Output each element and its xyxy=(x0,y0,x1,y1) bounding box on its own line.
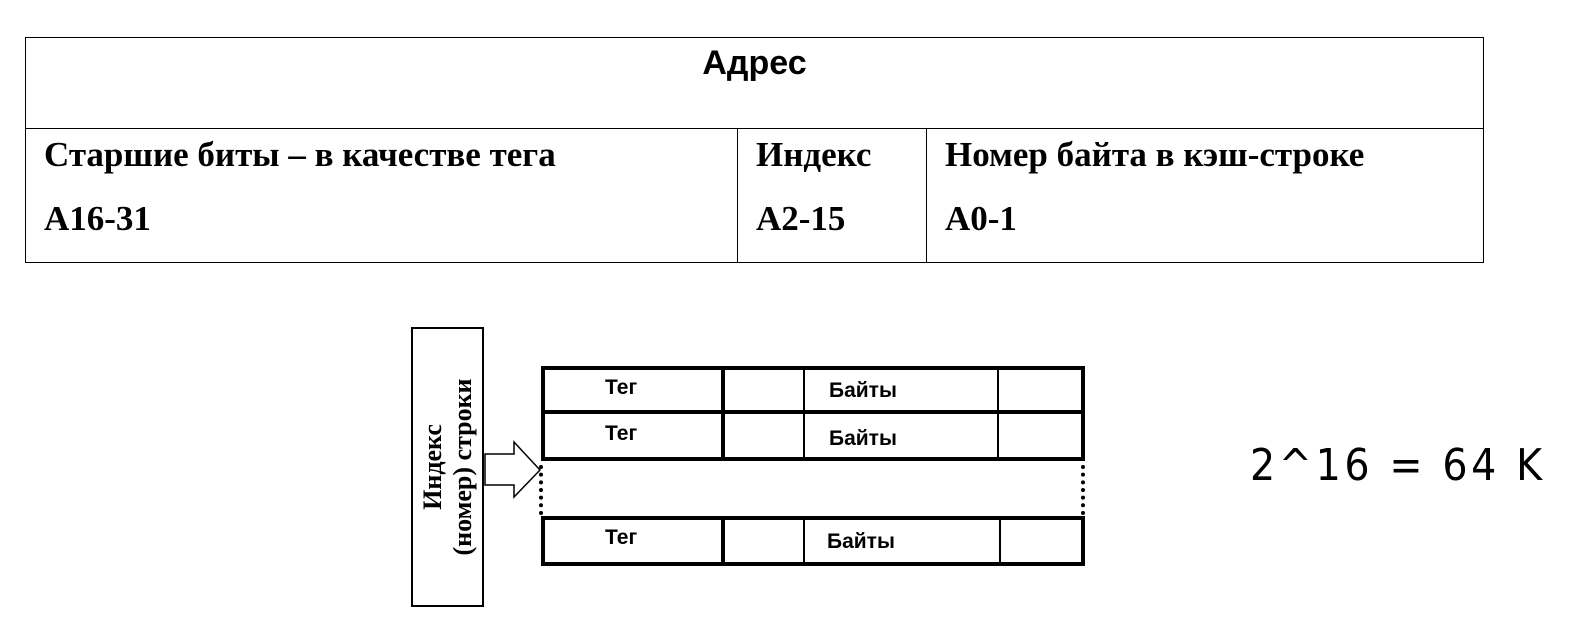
tag-bits-range: A16-31 xyxy=(44,199,151,238)
cache-line-row: Тег Байты xyxy=(541,366,1085,414)
tag-field: Тег xyxy=(605,376,638,399)
address-title: Адрес xyxy=(26,38,1483,129)
index-bits-label: Индекс xyxy=(756,135,872,174)
index-bits-range: A2-15 xyxy=(756,199,846,238)
line-index-label-line2: (номер) строки xyxy=(447,378,477,556)
address-table: Адрес Старшие биты – в качестве тега A16… xyxy=(25,37,1484,263)
tag-field: Тег xyxy=(605,526,638,549)
index-bits-cell: Индекс A2-15 xyxy=(738,129,927,262)
line-index-box: Индекс (номер) строки xyxy=(411,327,484,607)
tag-bits-label: Старшие биты – в качестве тега xyxy=(44,135,556,174)
line-index-label-line1: Индекс xyxy=(417,424,447,510)
cache-line-row: Тег Байты xyxy=(541,516,1085,566)
bytes-field: Байты xyxy=(829,379,897,402)
line-index-label: Индекс (номер) строки xyxy=(418,378,478,555)
bytes-field: Байты xyxy=(829,427,897,450)
byte-offset-range: A0-1 xyxy=(945,199,1017,238)
handwritten-note: 2^16 = 64 K xyxy=(1250,440,1546,491)
tag-field: Тег xyxy=(605,422,638,445)
bytes-field: Байты xyxy=(827,530,895,553)
byte-offset-label: Номер байта в кэш-строке xyxy=(945,135,1365,174)
ellipsis-right xyxy=(1081,465,1089,515)
byte-offset-cell: Номер байта в кэш-строке A0-1 xyxy=(927,129,1483,262)
ellipsis-left xyxy=(539,465,547,515)
tag-bits-cell: Старшие биты – в качестве тега A16-31 xyxy=(26,129,738,262)
cache-line-row: Тег Байты xyxy=(541,410,1085,461)
arrow-right-icon xyxy=(484,440,542,499)
